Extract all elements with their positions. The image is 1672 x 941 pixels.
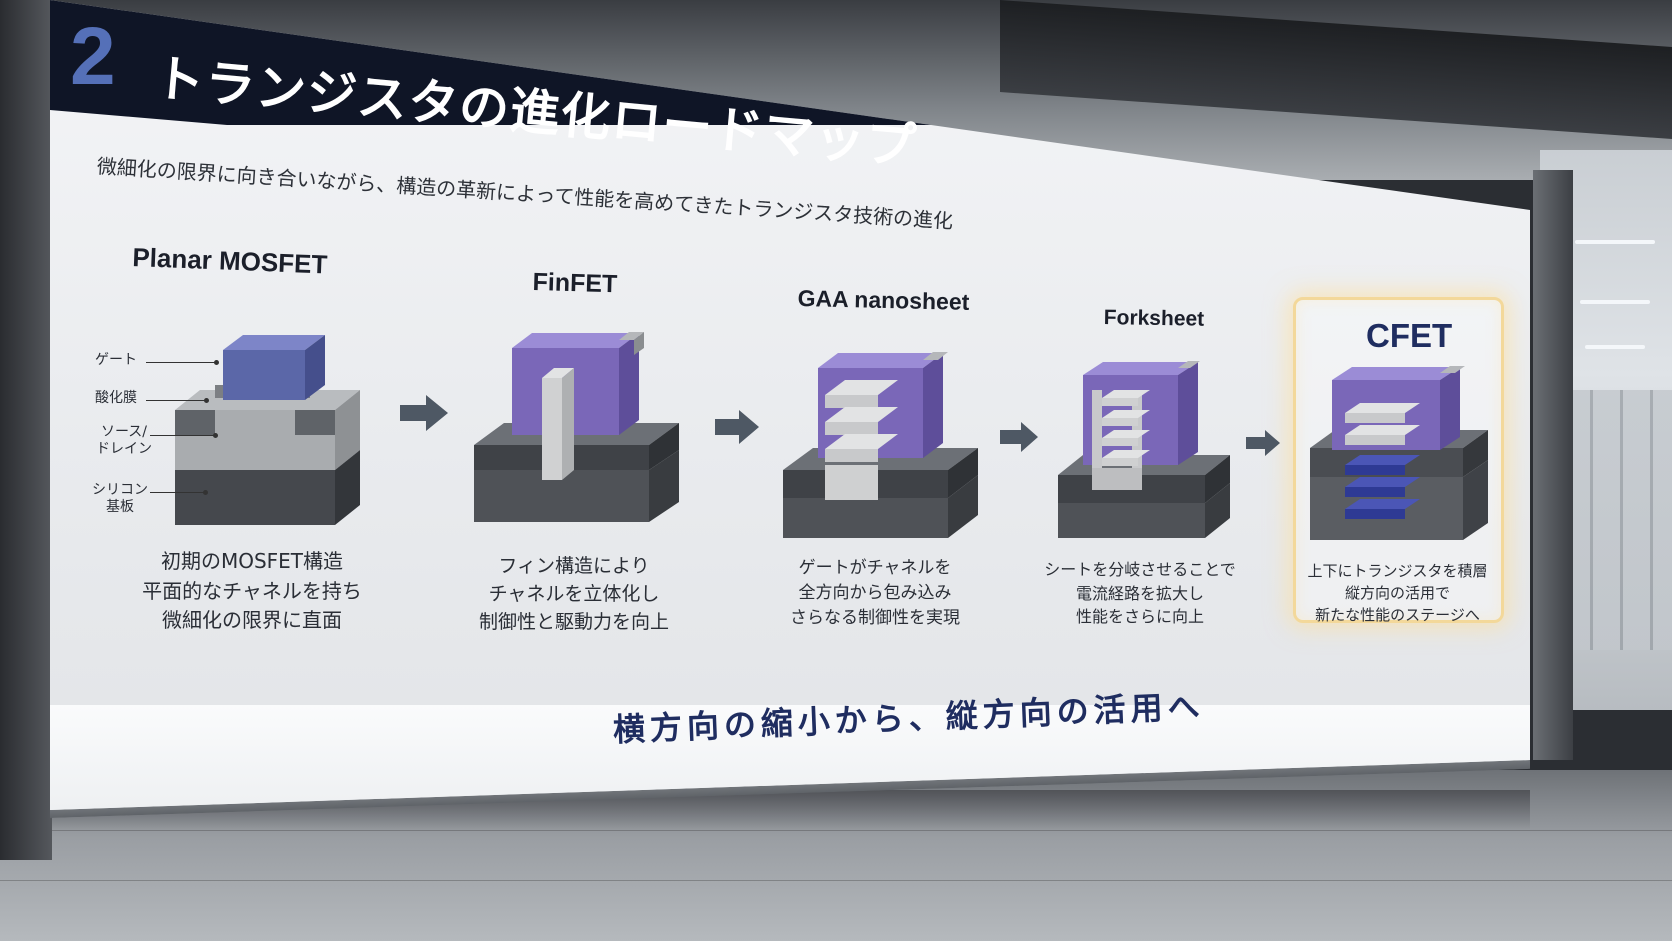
arrow-right-icon <box>715 410 759 444</box>
gaa-nanosheet-diagram <box>783 352 978 538</box>
stage-desc-line: 新たな性能のステージへ <box>1315 606 1480 625</box>
pillar-left <box>0 0 52 860</box>
stage-desc-line: シートを分岐させることで <box>1044 560 1236 579</box>
pillar-right <box>1533 170 1573 760</box>
ceiling-light <box>1580 300 1650 304</box>
ceiling-light <box>1575 240 1655 244</box>
stage-desc-gaa: ゲートがチャネルを 全方向から包み込み さらなる制御性を実現 <box>770 556 980 631</box>
finfet-diagram <box>474 332 679 522</box>
stage-desc-line: フィン構造により <box>498 555 650 577</box>
label-gate: ゲート <box>95 352 137 368</box>
stage-desc-line: 全方向から包み込み <box>798 583 952 604</box>
leader-line-oxide <box>146 398 209 403</box>
planar-mosfet-diagram <box>175 335 360 525</box>
stage-desc-line: さらなる制御性を実現 <box>790 608 960 629</box>
stage-desc-line: 上下にトランジスタを積層 <box>1307 562 1488 580</box>
label-substrate-line2: 基板 <box>106 498 134 515</box>
leader-line-source-drain <box>150 433 218 438</box>
leader-line-substrate <box>150 490 208 495</box>
stage-desc-line: チャネルを立体化し <box>488 583 660 606</box>
forksheet-diagram <box>1058 361 1230 538</box>
stage-desc-line: 電流経路を拡大し <box>1075 583 1204 603</box>
arrow-right-icon <box>400 395 448 431</box>
section-number: 2 <box>70 11 116 102</box>
cfet-diagram <box>1310 366 1488 540</box>
stage-desc-line: 初期のMOSFET構造 <box>160 549 344 573</box>
equipment-rack <box>1560 390 1672 650</box>
leader-line-gate <box>146 360 219 365</box>
stage-desc-line: ゲートがチャネルを <box>798 558 952 578</box>
label-substrate: シリコン 基板 <box>92 482 148 516</box>
stage-title-forksheet: Forksheet <box>1103 306 1205 331</box>
floor-seam <box>0 880 1672 881</box>
label-source-drain: ソース/ ドレイン <box>96 424 152 458</box>
stage-title-cfet: CFET <box>1366 317 1453 354</box>
label-oxide: 酸化膜 <box>95 390 137 406</box>
floor-seam <box>0 830 1672 831</box>
stage-desc-line: 微細化の限界に直面 <box>162 608 342 633</box>
stage-desc-cfet: 上下にトランジスタを積層 縦方向の活用で 新たな性能のステージへ <box>1300 560 1495 627</box>
stage-title-gaa: GAA nanosheet <box>797 285 970 315</box>
stage-desc-line: 縦方向の活用で <box>1344 584 1450 603</box>
stage-desc-forksheet: シートを分岐させることで 電流経路を拡大し 性能をさらに向上 <box>1040 558 1240 629</box>
arrow-right-icon <box>1000 422 1038 452</box>
stage-desc-line: 平面的なチャネルを持ち <box>142 578 362 603</box>
stage-desc-line: 制御性と駆動力を向上 <box>478 611 669 634</box>
stage-desc-planar: 初期のMOSFET構造 平面的なチャネルを持ち 微細化の限界に直面 <box>142 547 362 636</box>
label-source-drain-line1: ソース/ <box>100 424 148 440</box>
ceiling-light <box>1585 345 1645 349</box>
stage-title-finfet: FinFET <box>532 268 618 299</box>
label-substrate-line1: シリコン <box>92 482 148 498</box>
arrow-right-icon <box>1246 430 1280 456</box>
stage-desc-line: 性能をさらに向上 <box>1075 607 1204 627</box>
stage-desc-finfet: フィン構造により チャネルを立体化し 制御性と駆動力を向上 <box>464 552 684 636</box>
label-source-drain-line2: ドレイン <box>96 440 152 457</box>
